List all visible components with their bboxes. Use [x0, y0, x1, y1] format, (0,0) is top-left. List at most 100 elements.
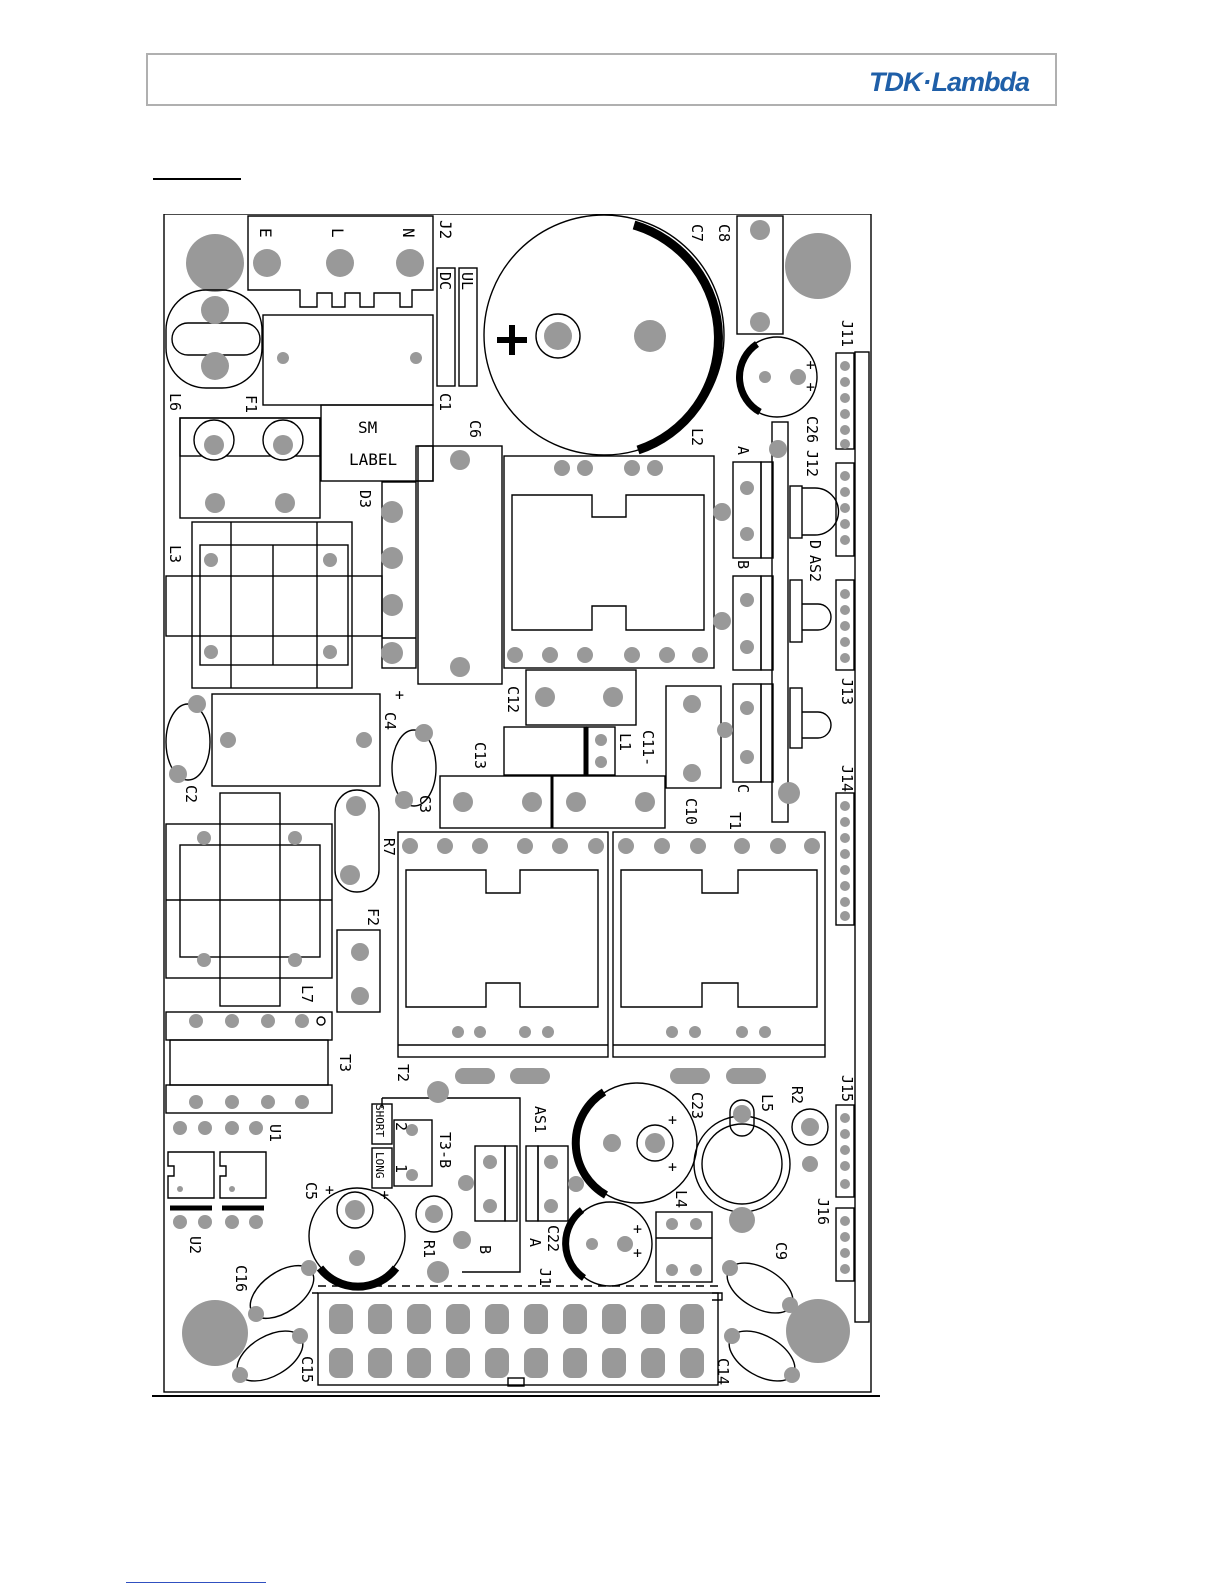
footer-link-underline[interactable] — [126, 1582, 266, 1583]
resistor-r1: R1 — [416, 1196, 471, 1283]
label-ul: UL — [458, 272, 476, 290]
header-rail — [855, 352, 869, 1322]
mounting-hole — [182, 1300, 248, 1366]
label-l4: L4 — [672, 1190, 690, 1208]
capacitor-c9: C9 — [719, 1242, 801, 1323]
label-l6: L6 — [166, 393, 184, 411]
label-r2: R2 — [788, 1086, 806, 1104]
header-frame: TDK·Lambda — [146, 53, 1057, 106]
heading-underline — [153, 178, 241, 180]
capacitor-c5: + + C5 — [302, 1181, 405, 1287]
label-plus: + — [668, 1111, 677, 1129]
capacitor-c6: C6 — [418, 420, 502, 684]
connector-j14: J14 — [836, 765, 856, 925]
mounting-hole — [186, 234, 244, 292]
label-plus: + — [633, 1244, 642, 1262]
transformer-t3: T3 — [166, 1012, 354, 1113]
bottom-rule — [152, 1395, 880, 1397]
label-dc: DC — [436, 272, 454, 290]
connector-c: C — [733, 684, 773, 793]
j1-pin-row-bottom — [329, 1348, 704, 1378]
label-c14: C14 — [714, 1358, 732, 1385]
label-c1: C1 — [436, 393, 454, 411]
label-c5: C5 — [302, 1182, 320, 1200]
transformer-t1 — [613, 832, 825, 1057]
inductor-l2 — [504, 456, 731, 668]
label-j1: J1 — [536, 1268, 554, 1286]
label-f1: F1 — [242, 395, 260, 413]
led-as2: AS2 — [790, 555, 831, 642]
label-t3b: T3-B — [436, 1132, 454, 1168]
label-f2: F2 — [364, 908, 382, 926]
label-l3: L3 — [166, 545, 184, 563]
label-c9: C9 — [772, 1242, 790, 1260]
inductor-l7: L7 — [166, 793, 332, 1006]
inductor-l3: L3 — [166, 522, 382, 688]
label-b-low: B — [476, 1245, 494, 1254]
label-u2: U2 — [186, 1236, 204, 1254]
label-plus: + — [806, 356, 815, 374]
label-r1: R1 — [420, 1240, 438, 1258]
capacitor-c3: C3 — [392, 724, 436, 813]
label-plus: + — [633, 1220, 642, 1238]
label-b-mid: B — [734, 560, 752, 569]
label-a-top: A — [734, 446, 752, 455]
connector-j13: J13 — [836, 580, 856, 705]
connector-j15: J15 — [836, 1075, 856, 1197]
resistor-r7: R7 — [335, 790, 398, 892]
label-c22: C22 — [544, 1225, 562, 1252]
tdk-lambda-logo: TDK·Lambda — [869, 67, 1029, 98]
pcb-layout-diagram: .o{fill:none;stroke:#000;stroke-width:1.… — [152, 214, 880, 1396]
label-r7: R7 — [380, 838, 398, 856]
label-c10: C10 — [682, 798, 700, 825]
capacitor-c4: C4 — [212, 694, 399, 786]
label-c7: C7 — [688, 224, 706, 242]
label-c6: C6 — [466, 420, 484, 438]
label-c23: C23 — [688, 1092, 706, 1119]
daughter-board-strip — [772, 422, 788, 822]
label-c11: C11- — [639, 730, 657, 766]
label-t2: T2 — [394, 1064, 412, 1082]
capacitor-c7: C7 L2 — [484, 215, 724, 455]
label-c3: C3 — [416, 795, 434, 813]
label-j16: J16 — [814, 1198, 832, 1225]
label-c4: C4 — [381, 712, 399, 730]
label-c26: C26 — [803, 416, 821, 443]
capacitor-c12: C12 — [504, 670, 636, 725]
connector-j2: E L N J2 — [248, 216, 455, 307]
label-t3: T3 — [336, 1054, 354, 1072]
connector-j16: J16 — [814, 1198, 854, 1281]
jumper-t3b: SHORT LONG 2 1 T3-B — [372, 1081, 520, 1272]
label-plus: + — [395, 686, 404, 704]
regulator-u2: U2 — [168, 1152, 266, 1254]
inductor-l4: L4 — [656, 1190, 712, 1282]
label-d: D — [806, 540, 824, 549]
regulator-u1: U1 — [173, 1121, 284, 1142]
fuse-clips — [180, 418, 320, 518]
label-d3: D3 — [356, 490, 374, 508]
label-c2: C2 — [182, 785, 200, 803]
label-l7: L7 — [298, 985, 316, 1003]
label-e: E — [256, 228, 275, 238]
label-plus: + — [380, 1186, 389, 1204]
label-label: LABEL — [349, 450, 397, 469]
label-2: 2 — [392, 1122, 410, 1131]
capacitor-c22: + + C22 — [544, 1202, 652, 1286]
label-plus: + — [668, 1158, 677, 1176]
resistor-r2: R2 — [788, 1086, 828, 1172]
label-j14: J14 — [838, 765, 856, 792]
label-n: N — [399, 228, 418, 238]
connector-as1-b: B — [475, 1146, 517, 1254]
fuse-f2: F2 — [337, 908, 382, 1012]
label-a-low: A — [526, 1238, 544, 1247]
fuse-f1: C1 F1 — [242, 315, 454, 413]
transformer-t2: T2 — [394, 832, 608, 1082]
inductor-l6: L6 — [166, 290, 262, 411]
mounting-hole — [785, 233, 851, 299]
capacitor-c10: C10 T1 — [666, 686, 744, 830]
connector-j11: J11 — [836, 320, 856, 449]
diode-d3: D3 + — [356, 482, 416, 704]
label-plus: + — [325, 1181, 334, 1199]
label-c-mid: C — [734, 784, 752, 793]
capacitor-c26: + + C26 — [737, 337, 821, 443]
